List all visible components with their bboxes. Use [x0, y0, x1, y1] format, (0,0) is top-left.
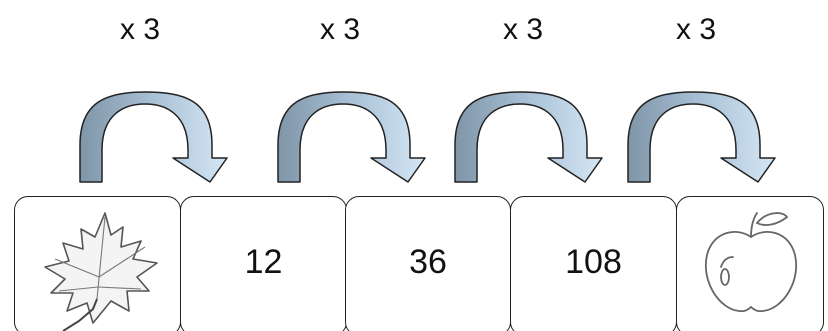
sequence-box-value-1: 12 [180, 196, 347, 331]
operation-label-1: x 3 [119, 13, 161, 46]
maple-leaf-icon [44, 212, 158, 331]
apple-icon [704, 212, 798, 313]
curved-arrow-2 [277, 91, 426, 183]
operation-label-4: x 3 [675, 13, 717, 46]
operation-label-3: x 3 [502, 13, 544, 46]
sequence-box-value-2: 36 [345, 196, 511, 331]
curved-arrow-3 [454, 91, 603, 183]
sequence-value-3: 108 [565, 243, 622, 281]
sequence-box-apple [676, 196, 824, 331]
sequence-box-value-3: 108 [510, 196, 677, 331]
curved-arrow-1 [79, 91, 228, 183]
sequence-box-leaf [14, 196, 181, 331]
curved-arrow-4 [627, 91, 776, 183]
operation-label-2: x 3 [319, 13, 361, 46]
sequence-value-1: 12 [244, 243, 283, 281]
sequence-value-2: 36 [409, 243, 447, 281]
